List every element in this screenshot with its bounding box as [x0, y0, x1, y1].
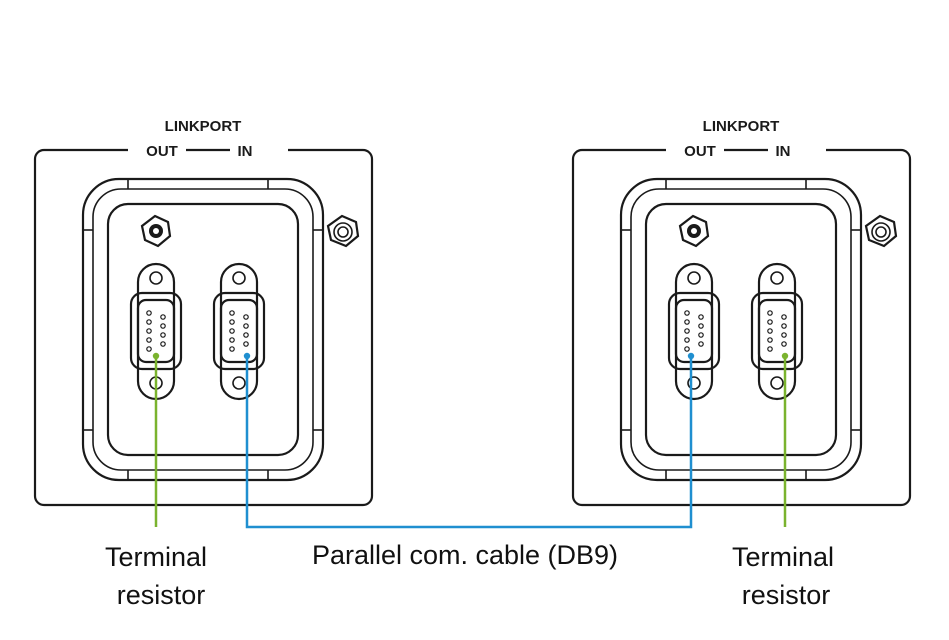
- left-linkport-title: LINKPORT: [165, 118, 242, 135]
- right-terminal-resistor-wire: [781, 352, 789, 527]
- right-in-label: IN: [776, 143, 791, 160]
- left-in-label: IN: [238, 143, 253, 160]
- right-in-db9-connector[interactable]: [750, 262, 804, 401]
- left-out-label: OUT: [146, 143, 178, 160]
- right-ground-stud-icon: [678, 214, 710, 248]
- left-ground-stud-icon: [140, 214, 172, 248]
- left-bezel-inner: [106, 202, 300, 457]
- left-terminal-label-line2: resistor: [117, 580, 206, 610]
- right-terminal-label-line1: Terminal: [732, 542, 834, 572]
- right-linkport-title: LINKPORT: [703, 118, 780, 135]
- right-unit: LINKPORT OUT IN: [571, 118, 912, 507]
- right-out-db9-connector[interactable]: [667, 262, 721, 401]
- right-out-label: OUT: [684, 143, 716, 160]
- right-terminal-label-line2: resistor: [742, 580, 831, 610]
- parallel-cable-wire: [243, 352, 695, 529]
- right-bezel-outer: [619, 177, 863, 482]
- right-bezel-mid: [630, 188, 852, 471]
- left-bezel-outer: [81, 177, 325, 482]
- left-side-screw-icon: [326, 214, 360, 248]
- right-side-screw-icon: [864, 214, 898, 248]
- left-out-db9-connector[interactable]: [129, 262, 183, 401]
- left-bezel-mid: [92, 188, 314, 471]
- right-bezel-inner: [644, 202, 838, 457]
- left-terminal-resistor-wire: [152, 352, 160, 527]
- cable-label: Parallel com. cable (DB9): [312, 540, 618, 570]
- left-in-db9-connector[interactable]: [212, 262, 266, 401]
- left-terminal-label-line1: Terminal: [105, 542, 207, 572]
- left-unit: LINKPORT OUT IN: [33, 118, 374, 507]
